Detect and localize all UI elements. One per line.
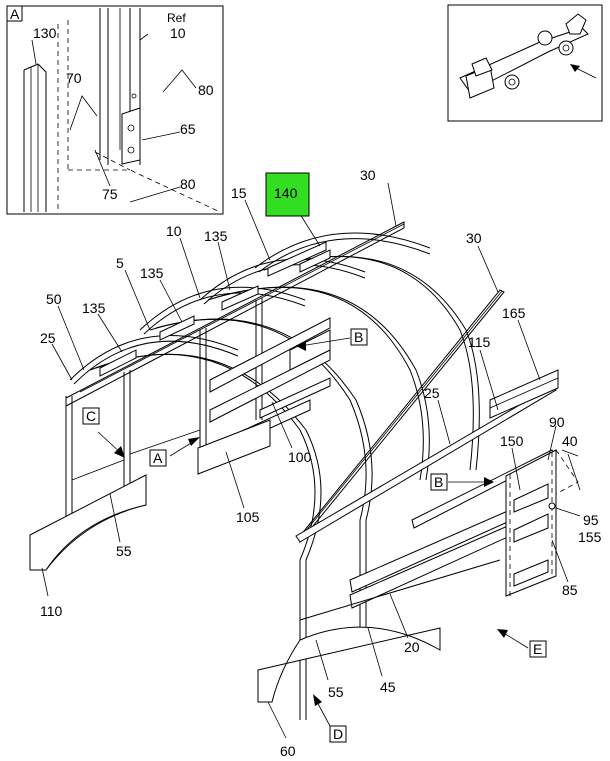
callout-30-right: 30 bbox=[466, 230, 482, 246]
callout-110: 110 bbox=[40, 603, 63, 619]
callout-80-upper: 80 bbox=[198, 82, 214, 98]
chassis-sketch bbox=[459, 13, 589, 99]
assembly-dash-line bbox=[68, 169, 221, 213]
callout-40: 40 bbox=[562, 433, 578, 449]
view-a-box bbox=[149, 449, 167, 467]
highlight-box-140[interactable] bbox=[265, 172, 310, 217]
callout-55-rear: 55 bbox=[328, 684, 344, 700]
callout-25-left: 25 bbox=[40, 330, 56, 346]
callout-50: 50 bbox=[46, 291, 62, 307]
callout-10: 10 bbox=[166, 223, 182, 239]
detail-a-label-box bbox=[6, 5, 23, 22]
roof-rails-30 bbox=[65, 221, 505, 544]
callout-105: 105 bbox=[236, 509, 260, 525]
view-label-b-upper: B bbox=[354, 329, 363, 345]
ref-text: Ref bbox=[167, 11, 186, 25]
callout-70: 70 bbox=[66, 70, 82, 86]
view-b-upper-box bbox=[350, 328, 368, 346]
callout-25-right: 25 bbox=[424, 385, 440, 401]
view-d-box bbox=[329, 725, 347, 743]
plate-150-a bbox=[513, 483, 549, 513]
callout-95: 95 bbox=[583, 512, 599, 528]
leader-lines bbox=[41, 182, 581, 739]
callout-140-highlighted[interactable]: 140 bbox=[274, 185, 298, 201]
callout-115: 115 bbox=[468, 334, 491, 350]
rail-165 bbox=[489, 369, 559, 419]
callout-30-upper: 30 bbox=[360, 167, 376, 183]
callout-55-front: 55 bbox=[116, 543, 132, 559]
front-lower-panel-110 bbox=[29, 474, 147, 571]
dash-40 bbox=[555, 449, 579, 495]
callout-135-top: 135 bbox=[204, 228, 228, 244]
callout-155: 155 bbox=[578, 529, 602, 545]
callout-85: 85 bbox=[562, 582, 578, 598]
callout-75: 75 bbox=[102, 186, 118, 202]
callout-15: 15 bbox=[231, 185, 247, 201]
roof-panels bbox=[99, 241, 331, 377]
callout-20: 20 bbox=[404, 639, 420, 655]
callout-130: 130 bbox=[33, 25, 57, 41]
detail-a-inset: A bbox=[6, 5, 224, 215]
rear-door-frame bbox=[505, 449, 579, 597]
rear-lower-panel-60 bbox=[257, 626, 441, 703]
view-label-b-lower: B bbox=[434, 474, 443, 490]
channel-10 bbox=[57, 8, 141, 210]
callout-45: 45 bbox=[380, 679, 396, 695]
callout-60: 60 bbox=[280, 743, 296, 759]
detail-a-label: A bbox=[10, 6, 20, 22]
fitting-b-upper bbox=[289, 329, 331, 371]
vertical-post-130 bbox=[23, 63, 47, 212]
callout-135-mid: 135 bbox=[140, 265, 164, 281]
fastener-95 bbox=[548, 502, 556, 510]
callout-135-left: 135 bbox=[82, 300, 106, 316]
view-label-c: C bbox=[86, 408, 96, 424]
plate-150-c bbox=[513, 559, 549, 587]
view-label-boxes: B C A B E D bbox=[82, 328, 547, 743]
callout-65: 65 bbox=[180, 121, 196, 137]
view-label-e: E bbox=[533, 641, 542, 657]
bracket-65 bbox=[121, 93, 141, 165]
callout-10-ref: 10 bbox=[170, 25, 186, 41]
plate-150-b bbox=[513, 513, 549, 543]
side-rails bbox=[295, 369, 559, 621]
body-frame-assembly bbox=[29, 221, 579, 720]
view-label-a: A bbox=[153, 450, 163, 466]
callout-80-lower: 80 bbox=[180, 176, 196, 192]
view-arrows bbox=[97, 337, 529, 727]
callout-150: 150 bbox=[500, 433, 524, 449]
view-b-lower-box bbox=[430, 473, 448, 491]
callout-labels: 30 15 140 10 135 30 5 135 50 135 165 25 … bbox=[40, 167, 602, 759]
locator-frame bbox=[447, 4, 603, 122]
view-e-box bbox=[529, 640, 547, 658]
detail-a-frame bbox=[6, 5, 224, 215]
callout-165: 165 bbox=[502, 305, 526, 321]
callout-90: 90 bbox=[549, 414, 565, 430]
view-label-d: D bbox=[333, 726, 343, 742]
callout-100: 100 bbox=[288, 449, 312, 465]
callout-5: 5 bbox=[116, 255, 124, 271]
vehicle-locator-inset bbox=[447, 4, 603, 122]
view-c-box bbox=[82, 407, 100, 425]
panel-105 bbox=[197, 419, 271, 475]
